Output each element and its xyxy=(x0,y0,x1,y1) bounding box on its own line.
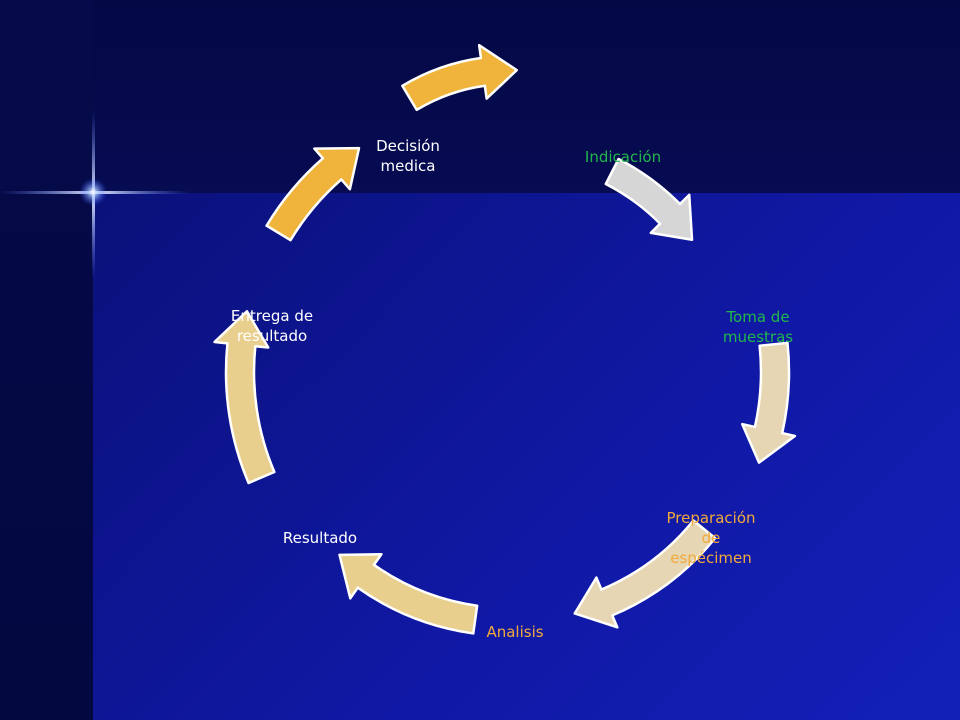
background-top-panel xyxy=(93,0,960,193)
arrow-indicacion-to-toma xyxy=(604,157,694,241)
step-label-indicacion: Indicación xyxy=(584,148,662,166)
arrow-analisis-to-resultado xyxy=(338,552,479,635)
arrow-resultado-to-entrega xyxy=(213,310,276,485)
background-left-panel xyxy=(0,0,93,720)
step-label-analisis: Analisis xyxy=(486,623,544,641)
star-flare xyxy=(0,110,190,280)
step-label-decision-medica: Decisión medica xyxy=(376,137,440,175)
arrow-preparacion-to-analisis xyxy=(573,519,717,629)
step-label-resultado: Resultado xyxy=(282,529,358,547)
arrow-toma-to-preparacion xyxy=(740,341,797,464)
cycle-arrows xyxy=(213,43,797,635)
step-label-entrega-de-resultado: Entrega de resultado xyxy=(230,307,314,345)
step-label-preparacion-de-especimen: Preparación de espécimen xyxy=(666,509,756,567)
arrow-decision-to-indicacion xyxy=(401,43,519,112)
arrow-entrega-to-decision xyxy=(265,146,361,242)
step-label-toma-de-muestras: Toma de muestras xyxy=(722,308,794,346)
